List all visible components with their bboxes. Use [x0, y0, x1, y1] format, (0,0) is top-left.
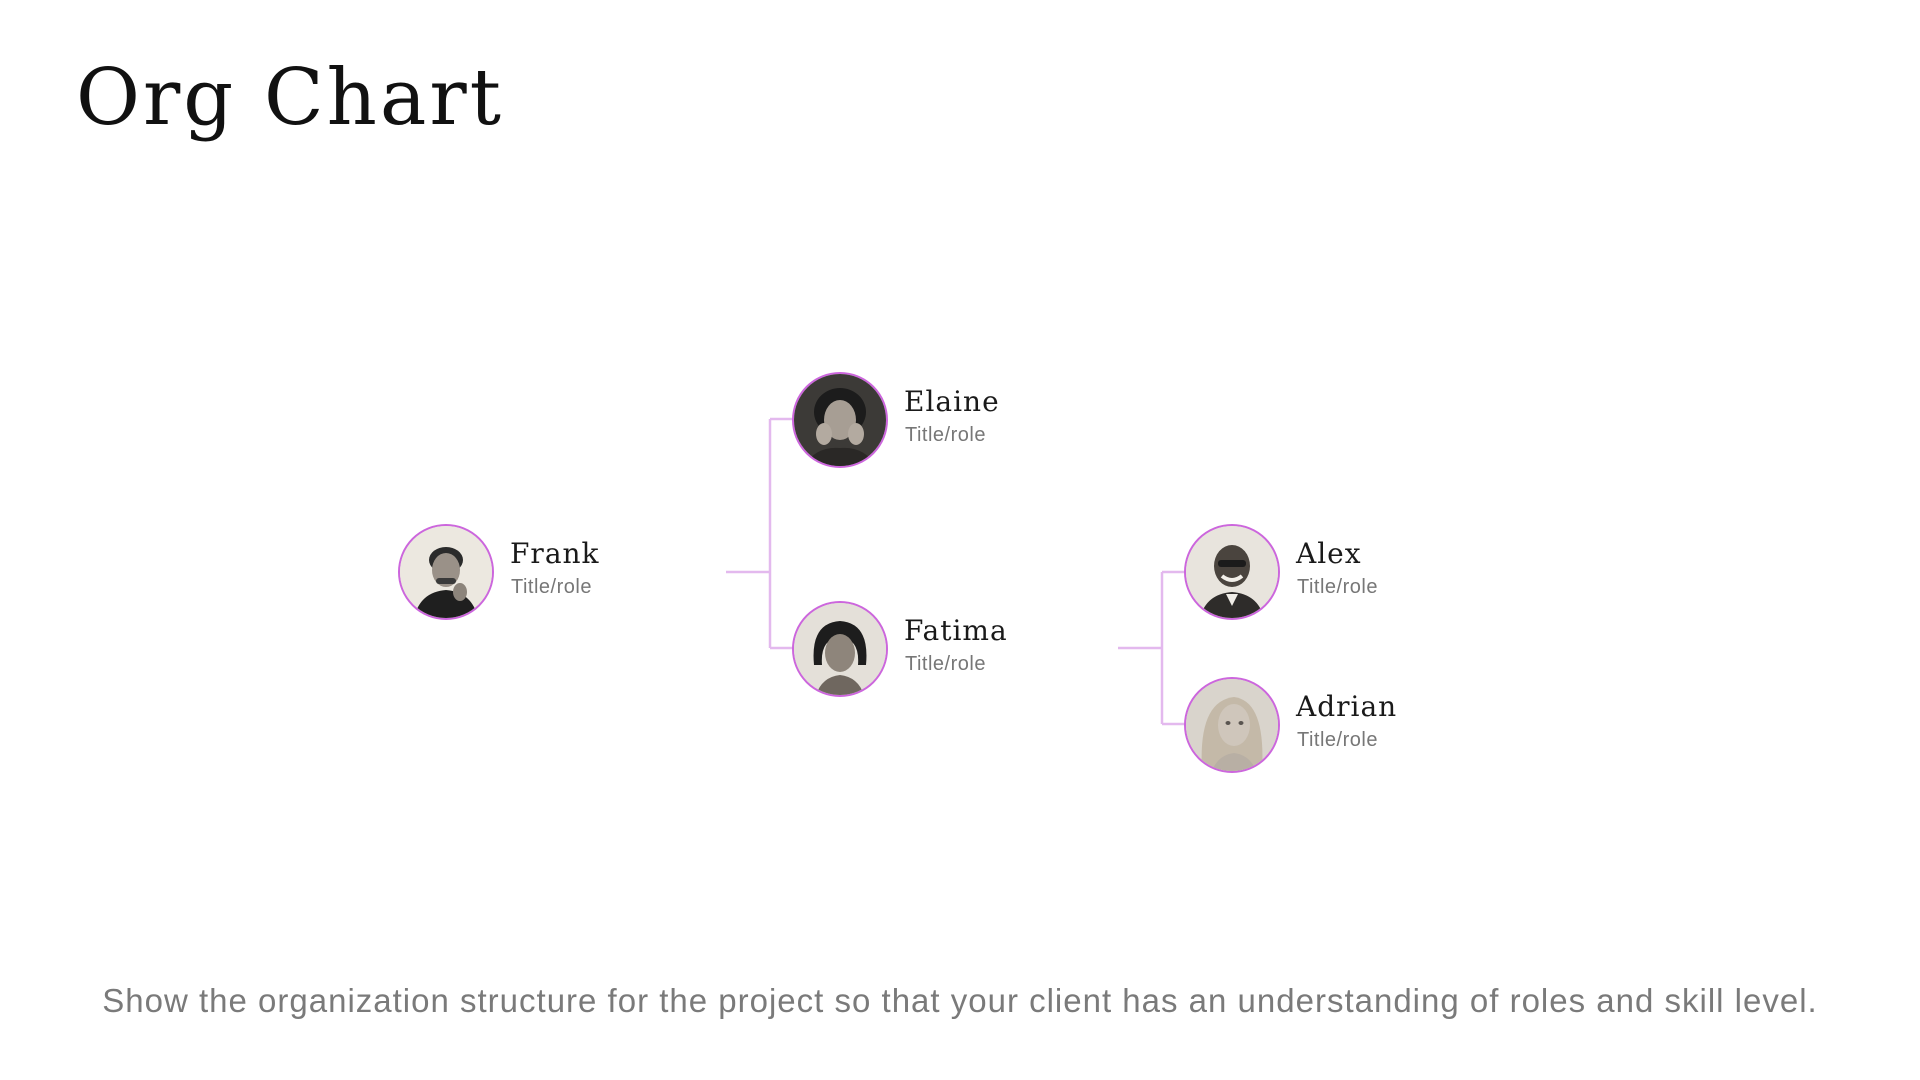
person-photo-icon	[400, 526, 492, 618]
person-photo-icon	[794, 374, 886, 466]
org-node-elaine: Elaine Title/role	[792, 372, 1212, 468]
alex-role: Title/role	[1297, 576, 1378, 598]
org-node-frank: Frank Title/role	[398, 524, 818, 620]
org-node-fatima: Fatima Title/role	[792, 601, 1212, 697]
fatima-name: Fatima	[904, 614, 1008, 647]
elaine-name: Elaine	[904, 385, 1000, 418]
org-node-adrian: Adrian Title/role	[1184, 677, 1604, 773]
adrian-name: Adrian	[1296, 690, 1398, 723]
slide-title: Org Chart	[76, 53, 505, 143]
alex-avatar	[1184, 524, 1280, 620]
fatima-avatar	[792, 601, 888, 697]
org-node-alex: Alex Title/role	[1184, 524, 1604, 620]
frank-role: Title/role	[511, 576, 592, 598]
person-photo-icon	[794, 603, 886, 695]
slide-caption: Show the organization structure for the …	[102, 982, 1818, 1019]
elaine-role: Title/role	[905, 424, 986, 446]
alex-name: Alex	[1296, 537, 1362, 570]
elaine-avatar	[792, 372, 888, 468]
connector-fatima-to-reports	[1118, 570, 1188, 726]
adrian-role: Title/role	[1297, 729, 1378, 751]
person-photo-icon	[1186, 679, 1278, 771]
fatima-role: Title/role	[905, 653, 986, 675]
frank-name: Frank	[510, 537, 600, 570]
adrian-avatar	[1184, 677, 1280, 773]
connector-frank-to-reports	[726, 417, 796, 650]
person-photo-icon	[1186, 526, 1278, 618]
frank-avatar	[398, 524, 494, 620]
